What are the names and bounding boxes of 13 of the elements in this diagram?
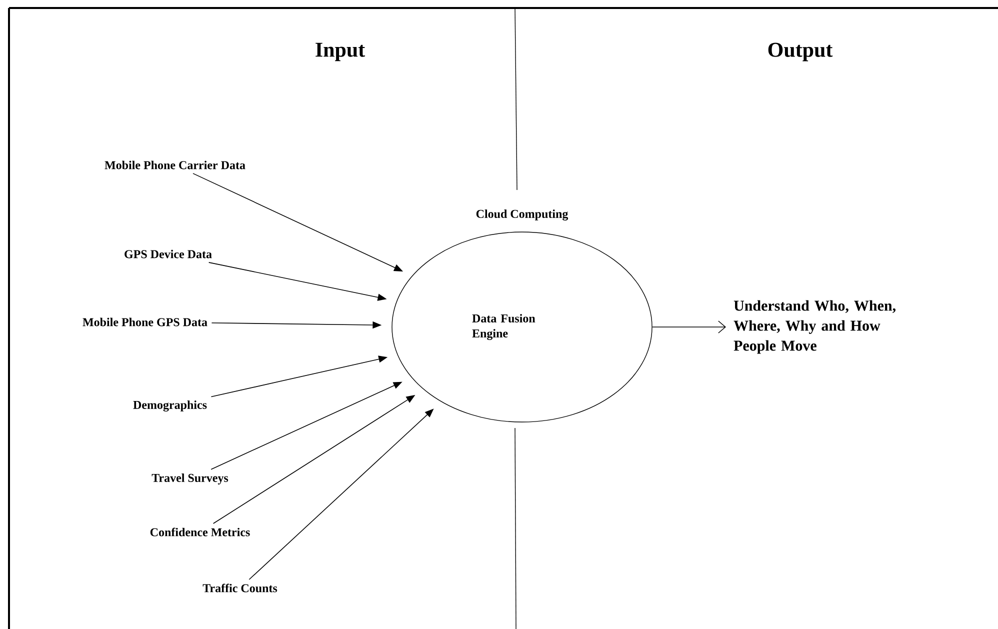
output-text: Understand Who, When, Where, Why and How People Move (734, 300, 896, 354)
input-label: GPS Device Data (124, 250, 212, 258)
ellipse-node: Data Fusion Engine (392, 232, 652, 422)
arrow (652, 320, 726, 334)
section-heading: Input (316, 42, 365, 62)
input-label: Mobile Phone GPS Data (82, 318, 208, 326)
input-label: Confidence Metrics (150, 528, 250, 536)
input-label: Travel Surveys (152, 474, 228, 484)
input-label: Demographics (133, 400, 207, 412)
input-label: Mobile Phone Carrier Data (104, 160, 246, 170)
input-label: Traffic Counts (202, 584, 278, 592)
section-heading: Output (768, 42, 833, 62)
heading-text: Cloud Computing (476, 210, 568, 220)
